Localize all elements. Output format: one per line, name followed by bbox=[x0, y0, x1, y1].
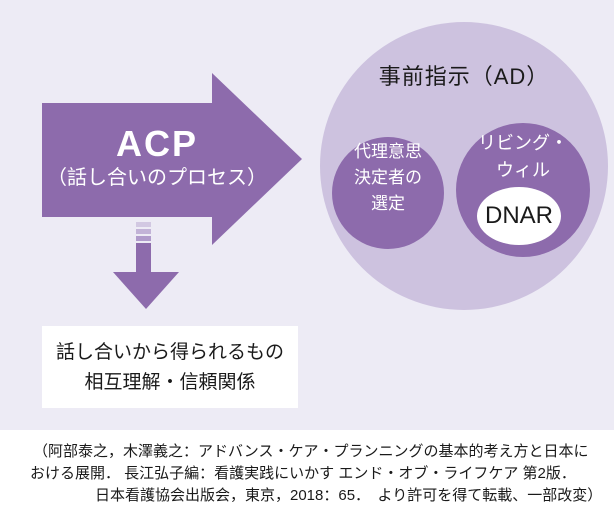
proxy-decision-label: 代理意思 決定者の 選定 bbox=[332, 139, 444, 217]
citation-line-1: （阿部泰之，木澤義之：アドバンス・ケア・プランニングの基本的考え方と日本に bbox=[33, 443, 589, 460]
living-will-label-line1: リビング・ bbox=[478, 133, 568, 153]
outcome-box: 話し合いから得られるもの 相互理解・信頼関係 bbox=[42, 326, 298, 408]
proxy-decision-label-line3: 選定 bbox=[371, 194, 405, 213]
proxy-decision-label-line2: 決定者の bbox=[354, 168, 422, 187]
down-arrow-fade-band-2 bbox=[136, 229, 151, 234]
outcome-box-line2: 相互理解・信頼関係 bbox=[84, 372, 256, 393]
dnar-ellipse: DNAR bbox=[477, 187, 561, 245]
acp-arrow-body bbox=[42, 103, 212, 217]
proxy-decision-label-line1: 代理意思 bbox=[354, 142, 422, 161]
citation-line-2: おける展開． 長江弘子編：看護実践にいかす エンド・オブ・ライフケア 第2版． bbox=[30, 465, 576, 482]
outcome-box-line1: 話し合いから得られるもの bbox=[55, 342, 284, 363]
living-will-label: リビング・ ウィル bbox=[456, 130, 590, 184]
down-arrow-fade-band-3 bbox=[136, 236, 151, 241]
citation-line-3: 日本看護協会出版会，東京，2018：65． より許可を得て転載、一部改変） bbox=[95, 487, 603, 504]
living-will-label-line2: ウィル bbox=[496, 160, 550, 180]
down-arrow-stem bbox=[136, 243, 151, 273]
down-arrow-head bbox=[113, 272, 179, 309]
acp-arrow-label: ACP （話し合いのプロセス） bbox=[42, 124, 272, 192]
down-arrow-fade-band-1 bbox=[136, 222, 151, 227]
acp-subtitle: （話し合いのプロセス） bbox=[47, 167, 267, 189]
advance-directive-label: 事前指示（AD） bbox=[378, 64, 550, 89]
acp-title: ACP bbox=[115, 123, 198, 164]
proxy-decision-circle bbox=[332, 137, 444, 249]
acp-arrow-head bbox=[212, 73, 302, 245]
